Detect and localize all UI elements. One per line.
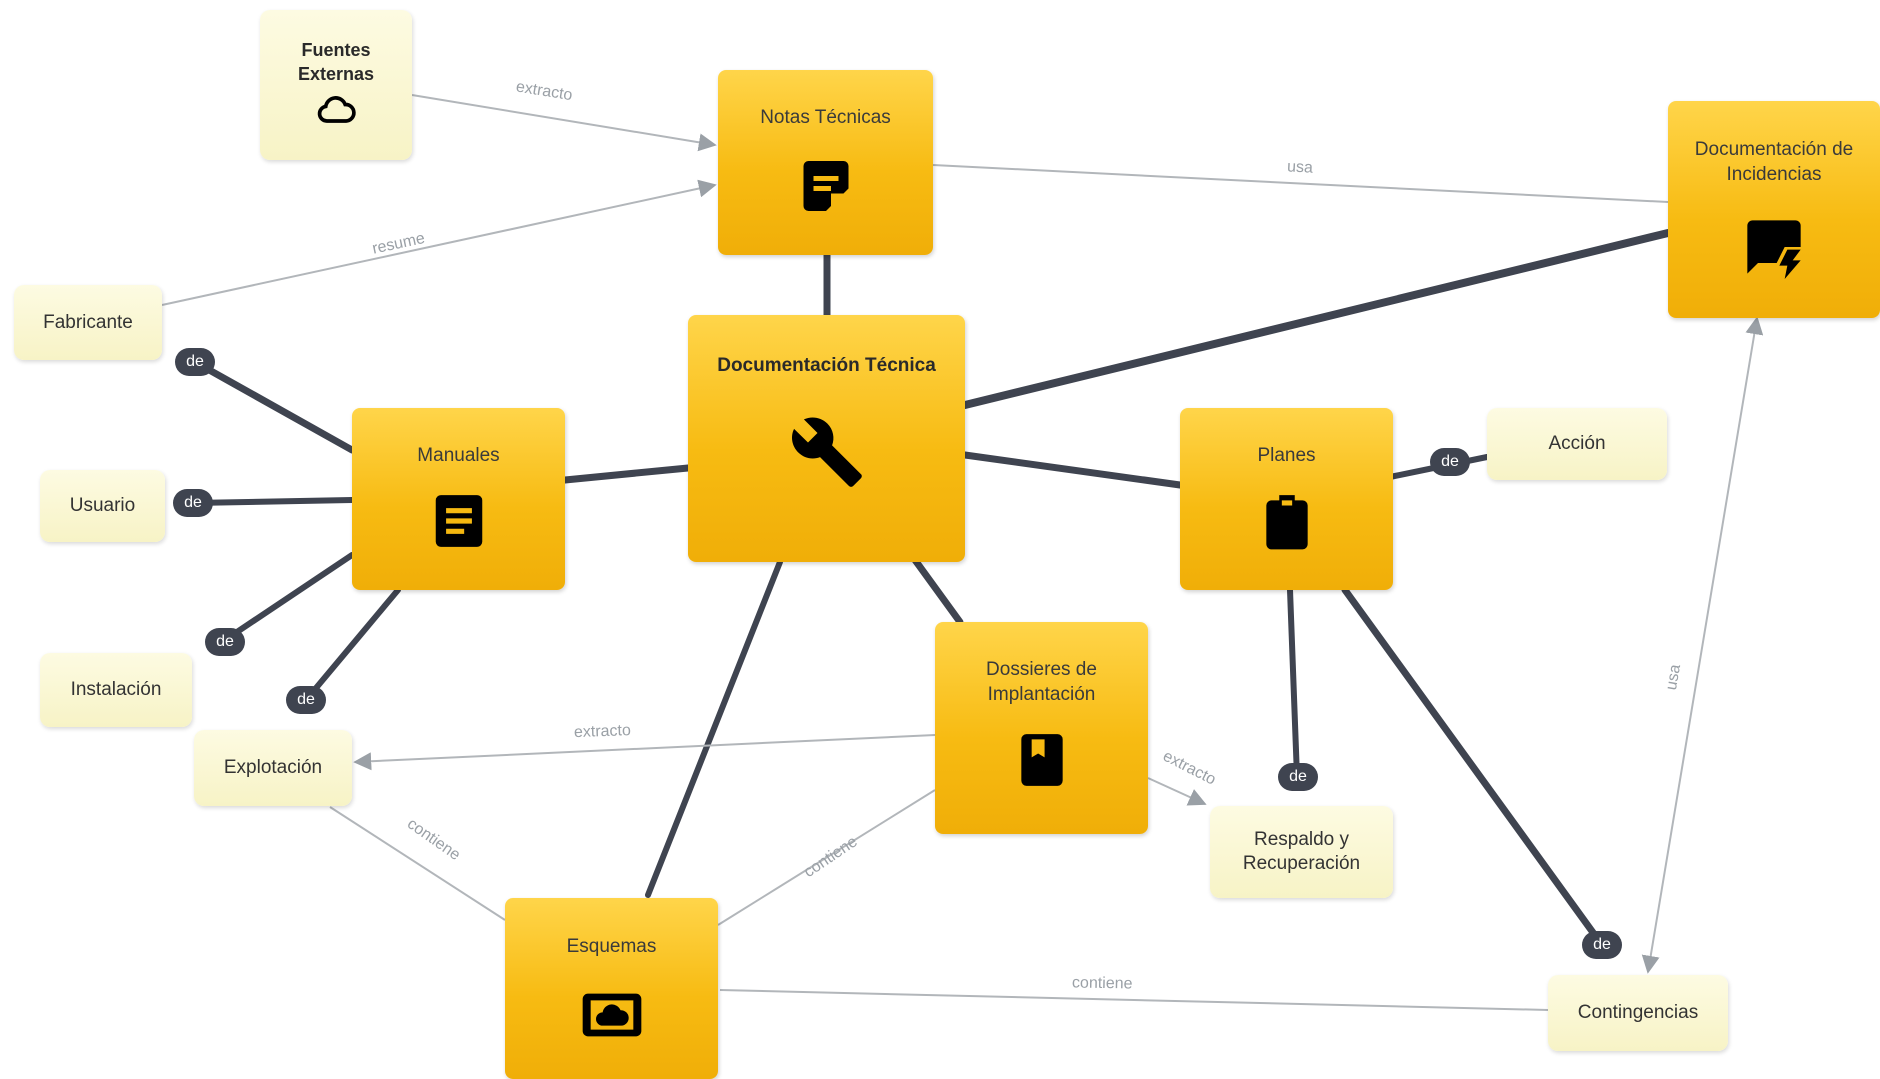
node-usuario[interactable]: Usuario [40, 470, 165, 542]
node-esquemas[interactable]: Esquemas [505, 898, 718, 1079]
connector-doc-incidencias [961, 229, 1672, 409]
edge-label-contiene-3: contiene [1072, 974, 1133, 992]
edge-label-extracto-1: extracto [515, 78, 574, 104]
de-pill-accion: de [1430, 448, 1470, 476]
node-label: Esquemas [566, 936, 657, 957]
node-label: Contingencias [1577, 1002, 1699, 1023]
edge-label-contiene-1: contiene [404, 815, 463, 864]
node-label: Manuales [417, 445, 500, 466]
edge-label-extracto-2: extracto [574, 722, 632, 741]
link-fabricante-notas [161, 179, 717, 306]
de-pill-instalacion: de [205, 628, 245, 656]
connector-planes-respaldo [1287, 587, 1300, 780]
link-notas-incidencias [932, 164, 1669, 203]
de-pill-contingencias: de [1582, 931, 1622, 959]
node-label: Explotación [223, 757, 323, 778]
connector-planes-contingencias [1341, 586, 1606, 949]
connector-manuales-instalacion [222, 552, 355, 643]
node-label: Respaldo y Recuperación [1242, 829, 1361, 874]
de-pill-respaldo: de [1278, 763, 1318, 791]
node-respaldo-recuperacion[interactable]: Respaldo y Recuperación [1210, 806, 1393, 898]
node-notas-tecnicas[interactable]: Notas Técnicas [718, 70, 933, 255]
node-explotacion[interactable]: Explotación [194, 730, 352, 806]
node-manuales[interactable]: Manuales [352, 408, 565, 590]
node-label: Usuario [69, 495, 136, 516]
de-pill-fabricante: de [175, 348, 215, 376]
node-planes[interactable]: Planes [1180, 408, 1393, 590]
node-label: Documentación Técnica [717, 355, 936, 376]
node-instalacion[interactable]: Instalación [40, 653, 192, 727]
node-label: Fuentes Externas [297, 40, 375, 84]
clipboard-check-icon [1265, 495, 1308, 550]
node-fabricante[interactable]: Fabricante [14, 285, 162, 360]
node-documentacion-incidencias[interactable]: Documentación de Incidencias [1668, 101, 1880, 318]
edge-label-extracto-3: extracto [1160, 748, 1219, 789]
connector-doc-dossieres [911, 556, 964, 626]
de-pill-usuario: de [173, 489, 213, 517]
node-contingencias[interactable]: Contingencias [1548, 975, 1728, 1051]
cloud-icon [317, 96, 356, 123]
node-label: Dossieres de Implantación [986, 659, 1097, 705]
node-documentacion-tecnica[interactable]: Documentación Técnica [688, 315, 965, 562]
node-label: Notas Técnicas [760, 107, 891, 128]
node-label: Acción [1548, 433, 1606, 454]
link-fuentes-notas [411, 94, 717, 152]
edge-label-contiene-2: contiene [801, 833, 861, 881]
document-lines-icon [435, 495, 482, 547]
bookmark-book-icon [1020, 734, 1063, 786]
link-explotacion-esquemas [329, 806, 506, 921]
link-incidencias-contingencias [1641, 316, 1764, 974]
node-label: Fabricante [43, 311, 133, 333]
connector-doc-esquemas [645, 559, 783, 898]
link-esquemas-contingencias [719, 989, 1549, 1011]
link-dossieres-explotacion [353, 734, 936, 771]
node-fuentes-externas[interactable]: Fuentes Externas [260, 10, 412, 160]
edge-label-usa-1: usa [1287, 158, 1314, 176]
cloud-screen-icon [582, 993, 641, 1037]
node-dossieres-implantacion[interactable]: Dossieres de Implantación [935, 622, 1148, 834]
de-pill-explotacion: de [286, 686, 326, 714]
connector-doc-manuales [561, 464, 692, 484]
note-icon [803, 161, 848, 211]
connector-manuales-usuario [190, 497, 355, 506]
edge-label-usa-2: usa [1663, 663, 1684, 691]
wrench-icon [791, 417, 862, 487]
chat-flash-icon [1747, 220, 1801, 279]
node-accion[interactable]: Acción [1487, 408, 1667, 480]
connector-manuales-fabricante [191, 358, 356, 454]
link-dossieres-respaldo [1147, 777, 1207, 806]
link-dossieres-esquemas [717, 789, 936, 926]
node-label: Documentación de Incidencias [1694, 139, 1854, 185]
connector-manuales-explotacion [303, 587, 401, 703]
node-label: Planes [1257, 445, 1316, 466]
node-label: Instalación [70, 679, 162, 700]
connector-doc-planes [961, 451, 1184, 489]
